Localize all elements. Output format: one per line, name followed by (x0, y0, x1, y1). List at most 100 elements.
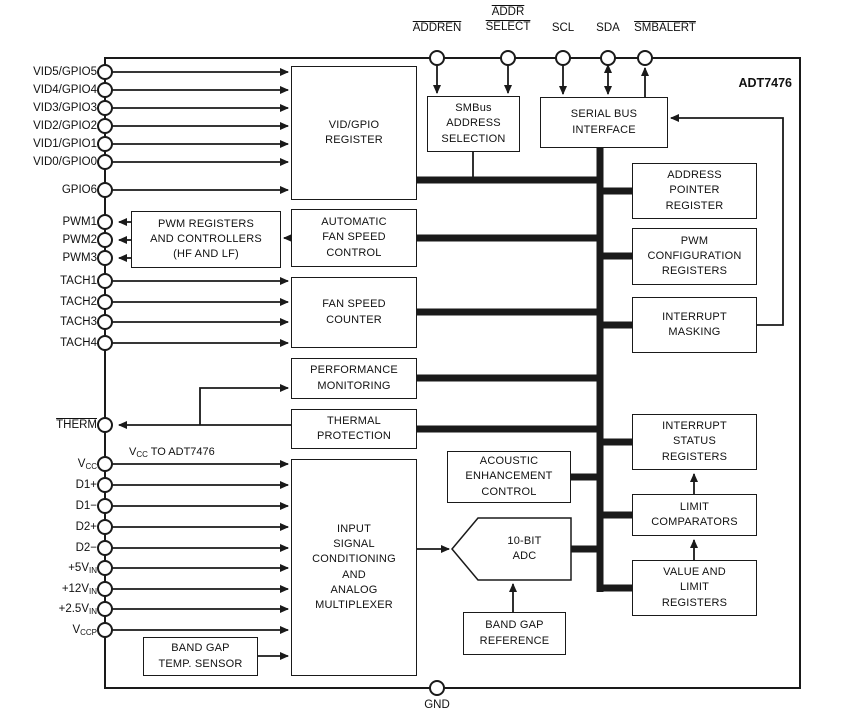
pin-addren (429, 50, 445, 66)
signal-wires (112, 64, 784, 660)
pin-label-tach1: TACH1 (0, 274, 97, 288)
pin-text: PWM1 (62, 216, 98, 228)
top-pin-label-sda: SDA (596, 22, 620, 34)
pin-text: VID0/GPIO0 (33, 156, 97, 168)
pin-vid0-gpio0 (97, 154, 113, 170)
block-interrupt-status-registers: INTERRUPT STATUS REGISTERS (632, 414, 757, 470)
pin-vccp (97, 622, 113, 638)
top-pin-label-addr-select: ADDR SELECT (485, 6, 531, 33)
wire-interrupt-to-serial-bus (670, 114, 784, 326)
block-smbus-address-selection: SMBus ADDRESS SELECTION (427, 96, 520, 152)
pin-text: TACH4 (60, 337, 97, 349)
block-acoustic-enhancement-control: ACOUSTIC ENHANCEMENT CONTROL (447, 451, 571, 503)
block-adc-label: 10-BIT ADC (507, 534, 542, 562)
pin-label-d2-plus: D2+ (0, 520, 97, 534)
top-pin-label-scl: SCL (551, 22, 575, 34)
pin-label-tach4: TACH4 (0, 336, 97, 350)
pin-circles (97, 50, 653, 696)
pin-text: PWM3 (62, 252, 98, 264)
block-automatic-fan-speed-control: AUTOMATIC FAN SPEED CONTROL (291, 209, 417, 267)
pin-pwm2 (97, 232, 113, 248)
pin-5vin (97, 560, 113, 576)
vcc-note-pre: V (129, 446, 137, 458)
chip-boundary (104, 57, 801, 689)
pin-tach2 (97, 294, 113, 310)
pin-therm (97, 417, 113, 433)
pin-text: D2− (75, 542, 97, 554)
pin-text: THERM (56, 419, 97, 431)
pin-pwm3 (97, 250, 113, 266)
pin-label-vid4-gpio4: VID4/GPIO4 (0, 83, 97, 97)
block-address-pointer-register: ADDRESS POINTER REGISTER (632, 163, 757, 219)
pin-label-2v5in: +2.5VIN (0, 602, 97, 616)
pin-text: VID2/GPIO2 (33, 120, 97, 132)
pin-vid3-gpio3 (97, 100, 113, 116)
pin-label-vid5-gpio5: VID5/GPIO5 (0, 65, 97, 79)
pin-2v5in (97, 601, 113, 617)
pin-text: D1+ (75, 479, 97, 491)
pin-d2-plus (97, 519, 113, 535)
pin-addr-select (500, 50, 516, 66)
block-input-signal-conditioning: INPUT SIGNAL CONDITIONING AND ANALOG MUL… (291, 459, 417, 676)
block-pwm-configuration-registers: PWM CONFIGURATION REGISTERS (632, 228, 757, 285)
pin-label-tach2: TACH2 (0, 295, 97, 309)
pin-subscript: CCP (80, 628, 97, 637)
pin-label-pwm3: PWM3 (0, 251, 98, 265)
pin-scl (555, 50, 571, 66)
data-bus (417, 148, 632, 592)
pin-tach4 (97, 335, 113, 351)
block-performance-monitoring: PERFORMANCE MONITORING (291, 358, 417, 399)
chip-name: ADT7476 (738, 76, 793, 90)
pin-text: PWM2 (62, 234, 98, 246)
pin-d1-minus (97, 498, 113, 514)
pin-text: TACH2 (60, 296, 97, 308)
pin-text: TACH1 (60, 275, 97, 287)
block-interrupt-masking: INTERRUPT MASKING (632, 297, 757, 353)
pin-label-vid3-gpio3: VID3/GPIO3 (0, 101, 97, 115)
pin-12vin (97, 581, 113, 597)
pin-label-vid2-gpio2: VID2/GPIO2 (0, 119, 97, 133)
pin-text: V (72, 624, 81, 636)
pin-label-d1-plus: D1+ (0, 478, 97, 492)
pin-tach3 (97, 314, 113, 330)
pin-text: D2+ (75, 521, 97, 533)
adc-shape (451, 517, 572, 581)
pin-d1-plus (97, 477, 113, 493)
pin-sda (600, 50, 616, 66)
pin-text: TACH3 (60, 316, 97, 328)
block-band-gap-reference: BAND GAP REFERENCE (463, 612, 566, 655)
bottom-pin-label-gnd: GND (424, 699, 450, 711)
pin-label-12vin: +12VIN (0, 582, 97, 596)
pin-label-pwm1: PWM1 (0, 215, 98, 229)
pin-subscript: IN (89, 566, 97, 575)
block-fan-speed-counter: FAN SPEED COUNTER (291, 277, 417, 348)
pin-text: VID3/GPIO3 (33, 102, 97, 114)
pin-vcc (97, 456, 113, 472)
pin-label-pwm2: PWM2 (0, 233, 98, 247)
pin-label-vid0-gpio0: VID0/GPIO0 (0, 155, 97, 169)
block-pwm-registers-and-controllers: PWM REGISTERS AND CONTROLLERS (HF AND LF… (131, 211, 281, 268)
top-pin-label-smbalert: SMBALERT (634, 22, 696, 34)
pin-tach1 (97, 273, 113, 289)
pin-text: V (77, 458, 86, 470)
pin-pwm1 (97, 214, 113, 230)
block-band-gap-temp-sensor: BAND GAP TEMP. SENSOR (143, 637, 258, 676)
block-thermal-protection: THERMAL PROTECTION (291, 409, 417, 449)
pin-vid1-gpio1 (97, 136, 113, 152)
vcc-note-post: TO ADT7476 (147, 446, 215, 458)
pin-vid2-gpio2 (97, 118, 113, 134)
pin-text: VID1/GPIO1 (33, 138, 97, 150)
pin-gnd (429, 680, 445, 696)
vcc-note: VCC TO ADT7476 (129, 446, 215, 459)
pin-text: VID5/GPIO5 (33, 66, 97, 78)
pin-subscript: IN (89, 587, 97, 596)
pin-label-vcc: VCC (0, 457, 97, 471)
pin-label-tach3: TACH3 (0, 315, 97, 329)
pin-label-vid1-gpio1: VID1/GPIO1 (0, 137, 97, 151)
block-value-and-limit-registers: VALUE AND LIMIT REGISTERS (632, 560, 757, 616)
top-pin-label-addren: ADDREN (412, 22, 462, 34)
pin-subscript: CC (85, 462, 97, 471)
pin-vid5-gpio5 (97, 64, 113, 80)
